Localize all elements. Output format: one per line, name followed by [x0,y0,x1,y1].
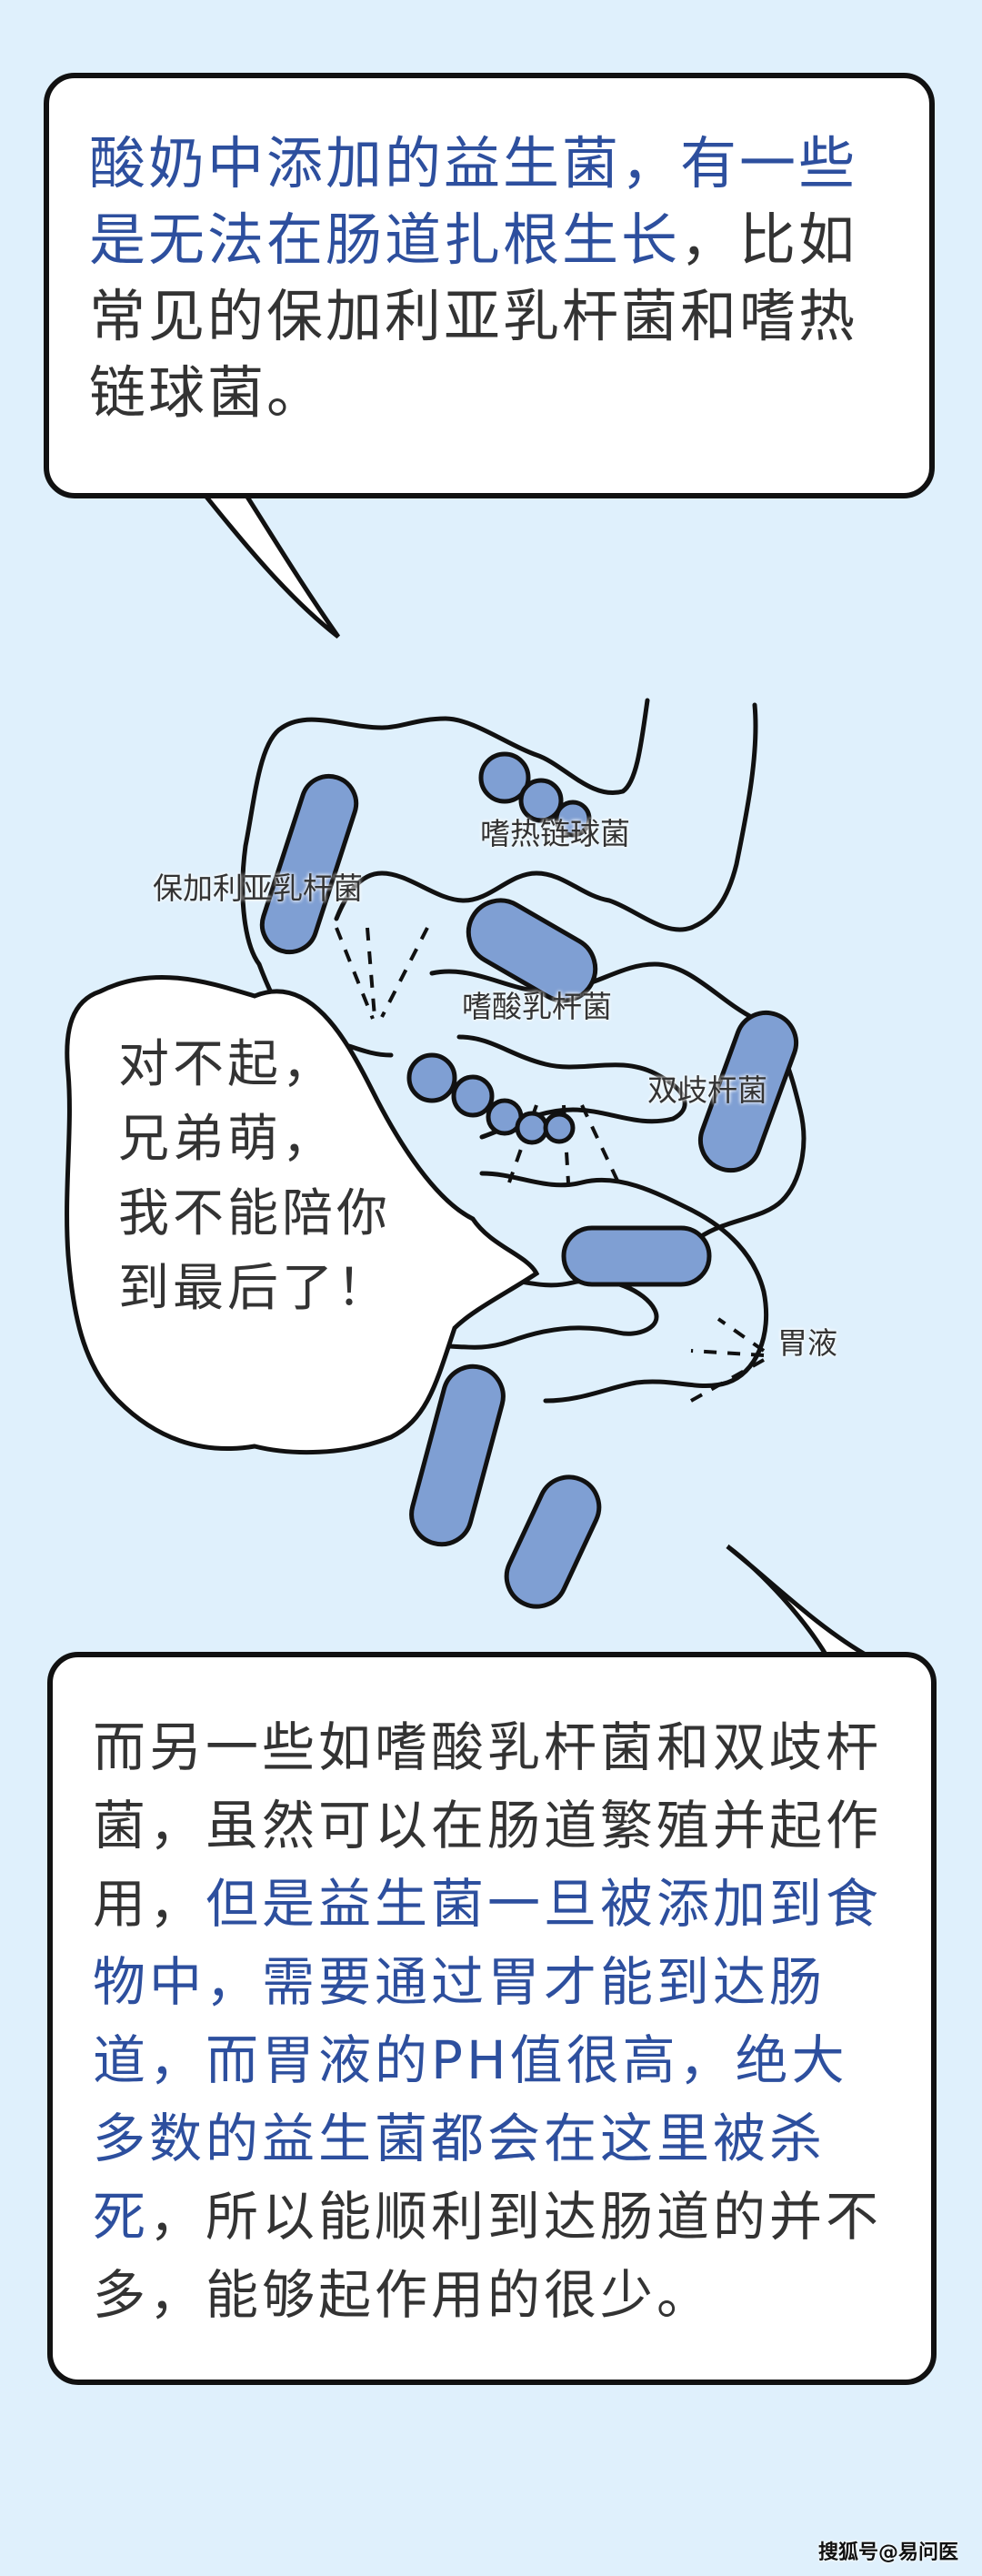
thermophilus-cell [451,1074,495,1118]
falling-bacterium [409,1363,506,1547]
thermophilus-cell [478,751,531,804]
top-highlight-text: 酸奶中添加的益生菌，有一些是无法在肠道扎根生长 [89,130,858,273]
speech-line: 到最后了！ [118,1259,391,1318]
dead-rod-bacterium [561,1225,712,1287]
source-watermark: 搜狐号@易问医 [817,2541,958,2564]
speech-line: 我不能陪你 [118,1184,391,1243]
bottom-highlight-text: 但是益生菌一旦被添加到食物中，需要通过胃才能到达肠道，而胃液的PH值很高，绝大多… [93,1873,883,2248]
speech-cloud [65,974,540,1455]
label-bulgaricus: 保加利亚乳杆菌 [153,870,363,906]
speech-cloud-text: 对不起， 兄弟萌， 我不能陪你 到最后了！ [118,1028,391,1326]
bottom-plain-text-1: 而另一些如嗜酸乳杆菌和双歧杆菌，虽然可以在肠道繁殖并起作用， [93,1716,883,1935]
bottom-speech-bubble: 而另一些如嗜酸乳杆菌和双歧杆菌，虽然可以在肠道繁殖并起作用，但是益生菌一旦被添加… [47,1652,937,2385]
speech-line: 对不起， [118,1035,336,1094]
label-acidophilus: 嗜酸乳杆菌 [462,989,612,1024]
top-speech-bubble: 酸奶中添加的益生菌，有一些是无法在肠道扎根生长，比如常见的保加利亚乳杆菌和嗜热链… [44,73,935,498]
label-bifidobacterium: 双歧杆菌 [647,1072,767,1108]
thermophilus-cell [515,1111,549,1145]
thermophilus-cell [518,778,564,823]
dashed-lines [335,927,766,1403]
thermophilus-cell [543,1112,576,1144]
bottom-bubble-tail [726,1545,879,1660]
falling-bacterium [504,1474,602,1609]
label-thermophilus: 嗜热链球菌 [480,816,630,851]
acidophilus-bacterium [466,898,598,1003]
top-bubble-text: 酸奶中添加的益生菌，有一些是无法在肠道扎根生长，比如常见的保加利亚乳杆菌和嗜热链… [89,126,902,431]
bacteria-group [259,751,798,1609]
top-bubble-tail [196,488,341,639]
thermophilus-cell [554,800,592,838]
bottom-plain-text-2: ，所以能顺利到达肠道的并不多，能够起作用的很少。 [93,2186,883,2326]
label-gastric-juice: 胃液 [777,1325,837,1361]
bifidobacterium-bacterium [698,1010,798,1173]
speech-line: 兄弟萌， [118,1110,336,1169]
bulgaricus-bacterium [259,773,359,955]
bottom-bubble-text: 而另一些如嗜酸乳杆菌和双歧杆菌，虽然可以在肠道繁殖并起作用，但是益生菌一旦被添加… [93,1708,904,2334]
thermophilus-cell [406,1052,457,1103]
top-plain-text: ，比如常见的保加利亚乳杆菌和嗜热链球菌。 [89,206,858,426]
